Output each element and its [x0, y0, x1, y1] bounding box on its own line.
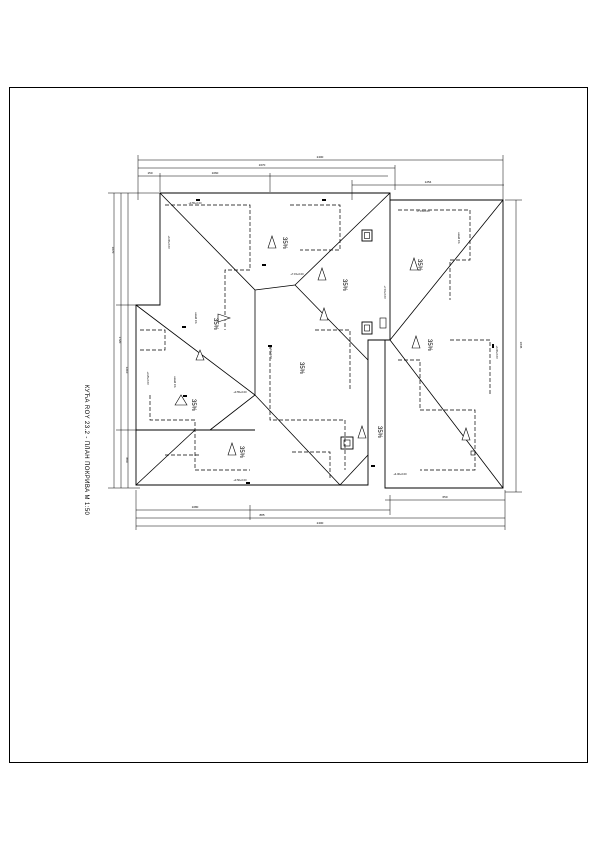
slope-arrow-1 — [267, 235, 277, 249]
level-eave-lower: +3.25+0.00 — [146, 371, 150, 385]
slope-label-7: 35% — [190, 399, 196, 412]
slope-arrow-10 — [411, 335, 421, 349]
level-eave-left: +4.00+0.00 — [167, 235, 171, 249]
dim-left-b: 1210 — [125, 367, 129, 374]
chimney-3 — [340, 436, 354, 450]
level-ridge-east: +7.15+0.00 — [416, 209, 430, 213]
slope-label-2: 35% — [341, 279, 347, 292]
level-right-side: +4.00+0.00 — [495, 345, 499, 359]
dim-left-c: 880 — [125, 457, 129, 462]
slope-label-3: 35% — [416, 259, 422, 272]
dim-bottom-left: 1080 — [192, 505, 199, 509]
dim-bottom-total: 2400 — [317, 521, 324, 525]
level-side: +4.10+0.00 — [269, 345, 273, 359]
slope-arrow-9 — [357, 425, 367, 439]
section-marks — [182, 199, 494, 484]
level-mid: +3.55+0.00 — [233, 390, 247, 394]
slope-arrows — [174, 235, 471, 456]
slope-arrow-8 — [227, 442, 237, 456]
dim-bottom-right: 650 — [442, 495, 447, 499]
level-ridge-main: +7.15+0.00 — [290, 272, 304, 276]
slope-label-6: 35% — [426, 339, 432, 352]
slope-arrow-4 — [319, 307, 329, 321]
vent-2 — [379, 317, 387, 329]
sheet-frame — [9, 87, 588, 763]
dimension-lines — [108, 155, 522, 530]
level-chimney-side: +7.15+0.00 — [383, 285, 387, 299]
roof-outline — [135, 192, 504, 489]
gutter-note-2: нагиб 1% — [194, 312, 198, 324]
gutter-note-3: нагиб 1% — [457, 232, 461, 244]
walls-below-dashed — [140, 204, 491, 478]
hip-lines — [135, 192, 504, 489]
slope-label-5: 35% — [298, 362, 304, 375]
dim-top-total: 2400 — [317, 155, 324, 159]
dim-right-total: 1845 — [519, 342, 523, 349]
vent-1 — [470, 450, 476, 456]
drawing-title: КУЋА ROY 23.2 - ПЛАН ПОКРИВА M 1:50 — [83, 385, 89, 516]
slope-arrow-7 — [174, 394, 188, 406]
slope-arrow-2 — [317, 267, 327, 281]
chimney-group — [340, 229, 476, 456]
slope-label-1: 35% — [281, 237, 287, 250]
slope-arrow-5 — [217, 313, 231, 323]
chimney-2 — [361, 321, 373, 335]
slope-arrow-6 — [195, 349, 205, 361]
slope-label-4: 35% — [212, 318, 218, 331]
dim-top-mid: 1060 — [212, 171, 219, 175]
dim-top-left: 1670 — [259, 163, 266, 167]
level-top: +3.55+0.00 — [188, 201, 202, 205]
slope-arrow-11 — [461, 427, 471, 441]
slope-arrow-3 — [409, 257, 419, 271]
gutter-note-1: нагиб 1% — [173, 376, 177, 388]
chimney-1 — [361, 229, 373, 242]
level-bottom: +3.50+0.00 — [233, 478, 247, 482]
slope-label-9: 35% — [238, 446, 244, 459]
dim-left-total: 1720 — [118, 337, 122, 344]
dim-bottom-mid: 885 — [259, 513, 264, 517]
dim-top-small: 150 — [147, 171, 152, 175]
dim-top-right: 1254 — [425, 180, 432, 184]
dim-left-a: 1070 — [111, 247, 115, 254]
slope-label-8: 35% — [376, 426, 382, 439]
level-right-bottom: +4.00+0.00 — [393, 472, 407, 476]
